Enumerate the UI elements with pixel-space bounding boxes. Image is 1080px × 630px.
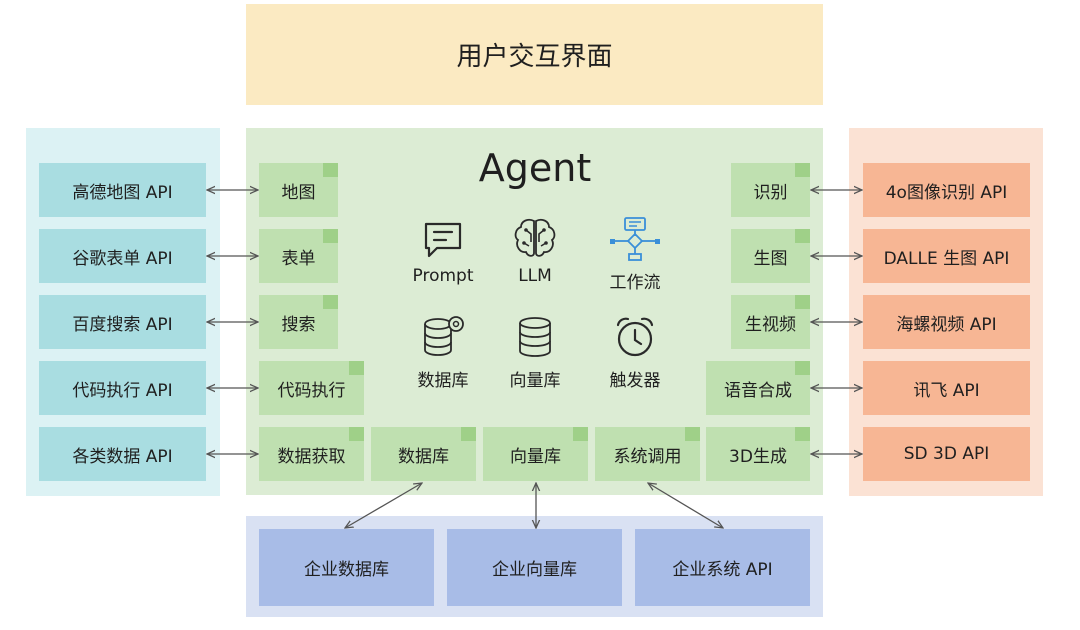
module-label: 数据获取 <box>277 446 346 467</box>
enterprise-database: 企业数据库 <box>259 529 434 606</box>
tool-vector-db: 向量库 <box>480 314 590 391</box>
module-label: 代码执行 <box>277 380 346 401</box>
module-label: 向量库 <box>510 446 561 467</box>
module-label: 地图 <box>281 182 316 203</box>
left-api-box: 各类数据 API <box>39 427 206 481</box>
module-search: 搜索 <box>259 295 338 349</box>
tool-workflow: 工作流 <box>580 216 690 293</box>
right-api-box: SD 3D API <box>863 427 1030 481</box>
module-recognition: 识别 <box>731 163 810 217</box>
right-api-box: 海螺视频 API <box>863 295 1030 349</box>
database-gear-icon <box>424 316 464 356</box>
module-video-gen: 生视频 <box>731 295 810 349</box>
right-api-box: 讯飞 API <box>863 361 1030 415</box>
user-interface-title: 用户交互界面 <box>456 42 613 72</box>
module-vector-db: 向量库 <box>483 427 588 481</box>
module-label: 语音合成 <box>724 380 792 401</box>
tool-label: 数据库 <box>417 371 469 391</box>
enterprise-vector-db: 企业向量库 <box>447 529 622 606</box>
module-code-exec: 代码执行 <box>259 361 364 415</box>
left-api-box: 代码执行 API <box>39 361 206 415</box>
module-data-fetch: 数据获取 <box>259 427 364 481</box>
tool-label: 触发器 <box>609 371 661 391</box>
workflow-icon <box>610 217 660 261</box>
module-label: 生图 <box>753 248 788 269</box>
tool-label: LLM <box>518 266 552 286</box>
module-3d-gen: 3D生成 <box>706 427 810 481</box>
brain-icon <box>514 218 556 257</box>
left-api-box: 百度搜索 API <box>39 295 206 349</box>
chat-bubble-icon <box>424 222 462 258</box>
vector-db-icon <box>519 317 551 357</box>
alarm-clock-icon <box>616 317 654 357</box>
module-label: 表单 <box>281 248 316 269</box>
tool-label: 工作流 <box>609 273 661 293</box>
module-form: 表单 <box>259 229 338 283</box>
module-speech-synth: 语音合成 <box>706 361 810 415</box>
module-label: 3D生成 <box>729 446 787 467</box>
tool-llm: LLM <box>480 216 590 286</box>
module-database: 数据库 <box>371 427 476 481</box>
module-label: 系统调用 <box>613 446 682 467</box>
module-label: 识别 <box>753 182 788 203</box>
tool-label: 向量库 <box>509 371 561 391</box>
tool-database: 数据库 <box>388 314 498 391</box>
agent-title: Agent <box>478 146 592 190</box>
tool-trigger: 触发器 <box>580 314 690 391</box>
tool-prompt: Prompt <box>388 220 498 286</box>
module-label: 搜索 <box>281 314 316 335</box>
module-label: 数据库 <box>398 446 449 467</box>
module-system-call: 系统调用 <box>595 427 700 481</box>
left-api-box: 高德地图 API <box>39 163 206 217</box>
right-api-box: 4o图像识别 API <box>863 163 1030 217</box>
left-api-box: 谷歌表单 API <box>39 229 206 283</box>
enterprise-system-api: 企业系统 API <box>635 529 810 606</box>
module-label: 生视频 <box>745 314 796 335</box>
module-image-gen: 生图 <box>731 229 810 283</box>
right-api-box: DALLE 生图 API <box>863 229 1030 283</box>
tool-label: Prompt <box>412 266 474 286</box>
user-interface-panel: 用户交互界面 <box>246 4 823 105</box>
module-map: 地图 <box>259 163 338 217</box>
